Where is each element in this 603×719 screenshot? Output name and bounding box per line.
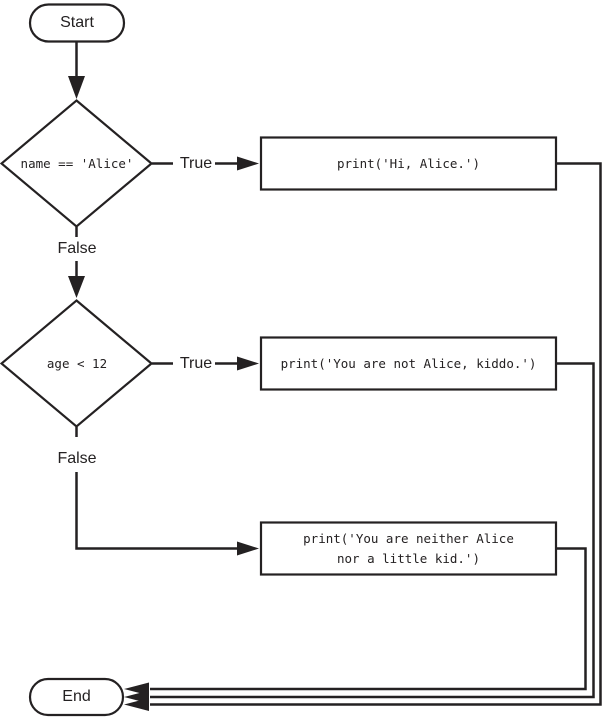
arrowhead-into-process-hi-alice bbox=[237, 156, 259, 171]
edge-neither-to-end bbox=[150, 547, 587, 691]
start-node-shape bbox=[28, 3, 126, 43]
process-hi-alice-shape bbox=[259, 136, 558, 191]
arrowhead-into-decision-age bbox=[68, 276, 85, 298]
arrowhead-into-process-neither bbox=[237, 541, 259, 556]
arrowhead-into-decision-name bbox=[68, 76, 85, 99]
node-shapes bbox=[0, 3, 558, 717]
connector-lines bbox=[75, 42, 602, 706]
process-not-alice-shape bbox=[259, 336, 558, 391]
process-neither-shape bbox=[259, 521, 558, 576]
arrowhead-into-end-bottom bbox=[124, 698, 149, 711]
arrowhead-into-process-not-alice bbox=[237, 356, 259, 371]
end-node-shape bbox=[28, 677, 125, 717]
decision-age-shape bbox=[0, 299, 154, 428]
edge-not-alice-to-end bbox=[150, 362, 595, 699]
edge-age-false-segment-b bbox=[75, 472, 240, 550]
decision-name-shape bbox=[0, 99, 154, 228]
arrowheads bbox=[68, 76, 259, 711]
edge-hi-alice-to-end bbox=[150, 162, 602, 706]
